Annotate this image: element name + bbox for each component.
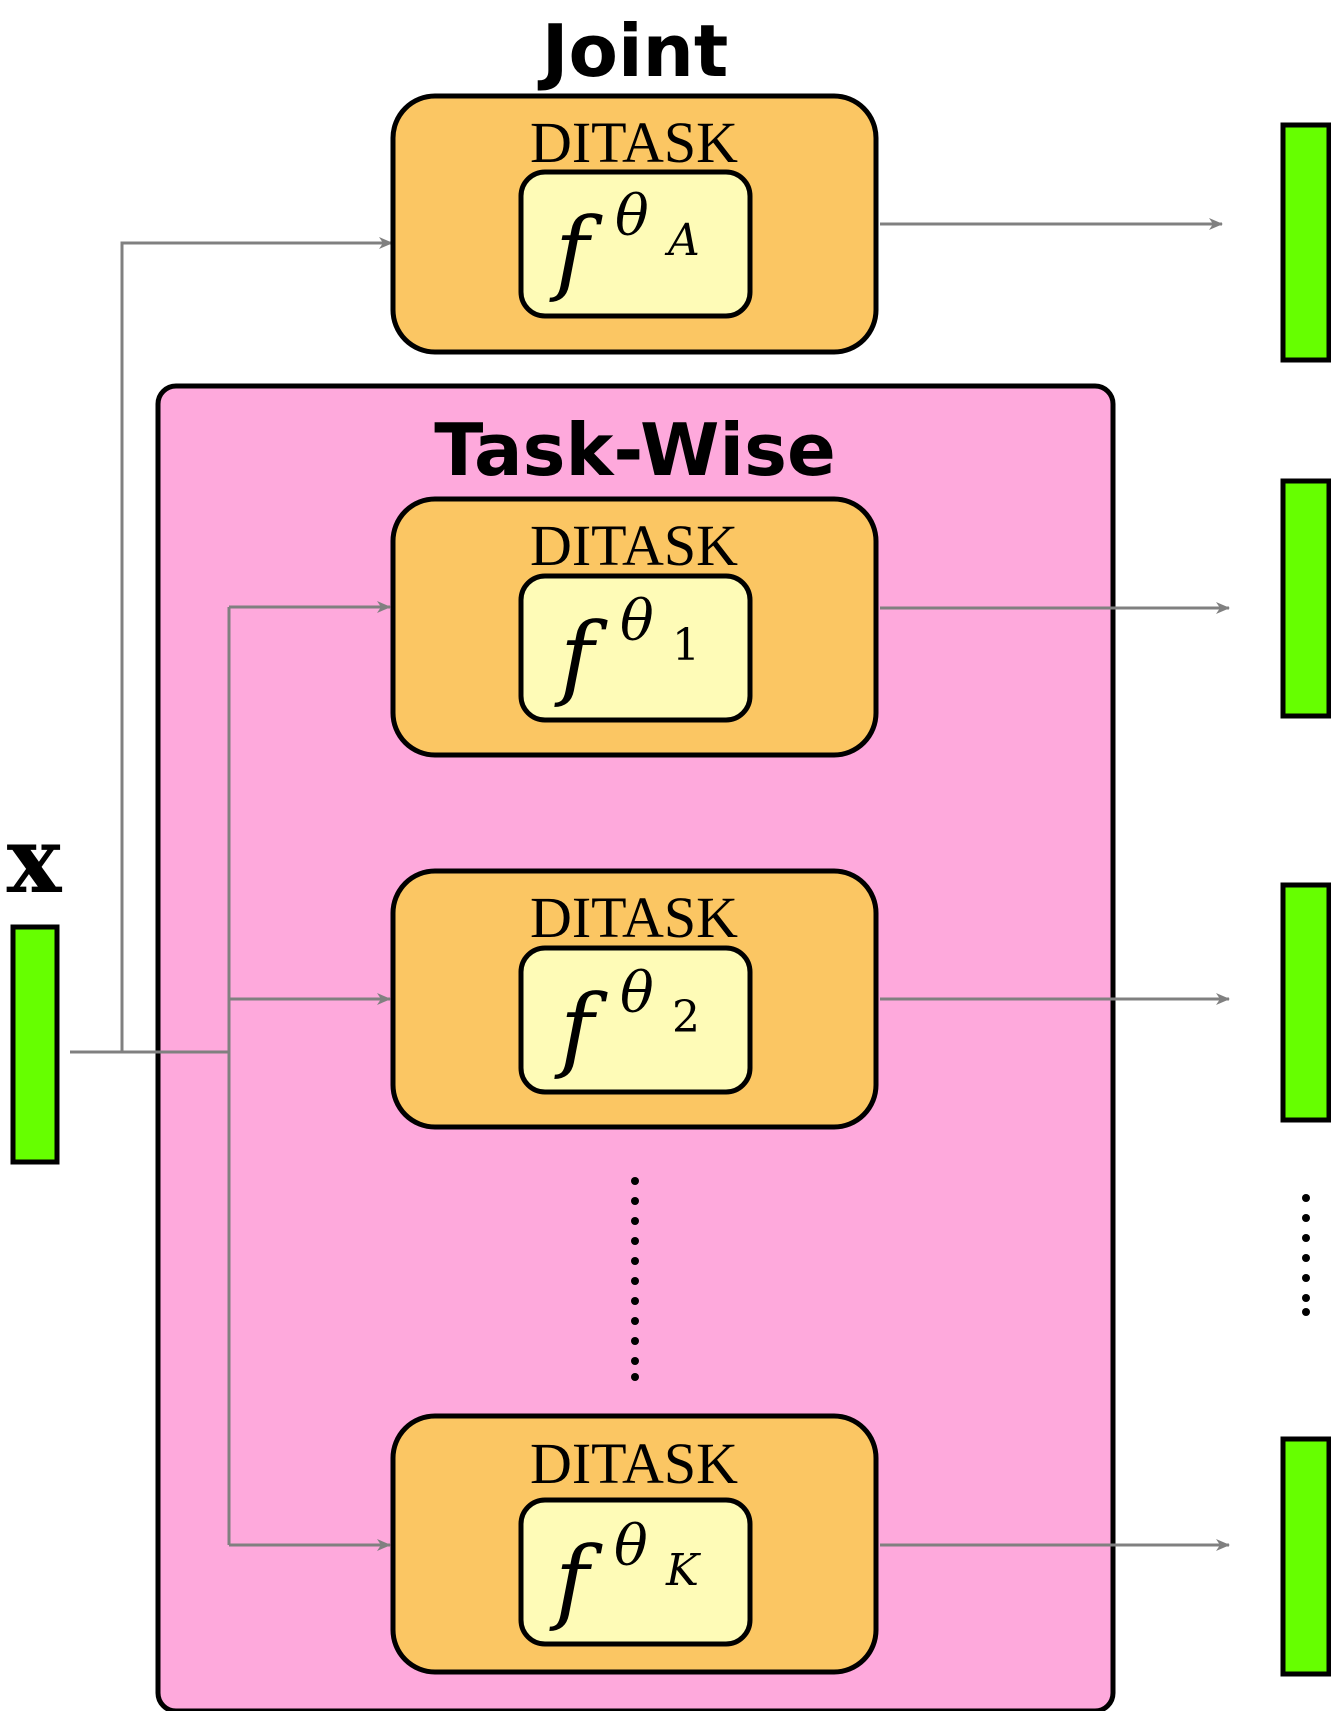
task2-param-theta: θ <box>620 961 654 1026</box>
taskwise-title: Task-Wise <box>434 408 836 492</box>
joint-module-inner <box>518 169 753 319</box>
task2-ditask-label: DITASK <box>530 885 738 950</box>
task1-module: DITASK f θ 1 <box>390 496 879 758</box>
branch-joint <box>120 237 393 1052</box>
taskK-ditask-label: DITASK <box>530 1431 738 1496</box>
connector-lines <box>70 218 1230 1551</box>
taskK-module-inner <box>518 1497 753 1647</box>
task1-param-theta: θ <box>620 589 654 654</box>
joint-module: DITASK f θ A <box>390 93 879 355</box>
output-vector-task2 <box>1280 882 1331 1123</box>
task1-param-sub: 1 <box>672 620 700 671</box>
ellipsis-modules <box>631 1177 639 1381</box>
taskK-param-theta: θ <box>614 1514 648 1579</box>
task1-ditask-label: DITASK <box>530 513 738 578</box>
joint-param-sub: A <box>664 215 700 266</box>
taskK-module: DITASK f θ K <box>390 1413 879 1675</box>
task1-module-inner <box>518 573 753 723</box>
task2-module: DITASK f θ 2 <box>390 868 879 1130</box>
joint-ditask-label: DITASK <box>530 110 738 175</box>
task2-module-inner <box>518 945 753 1095</box>
input-feature-vector <box>10 924 60 1165</box>
joint-title: Joint <box>537 9 729 93</box>
input-label: x <box>7 806 63 914</box>
task2-param-sub: 2 <box>672 992 700 1043</box>
output-vector-task1 <box>1280 478 1331 719</box>
ellipsis-outputs <box>1302 1194 1310 1316</box>
taskK-param-sub: K <box>665 1545 701 1596</box>
output-vector-joint <box>1280 122 1331 363</box>
output-vector-taskK <box>1280 1436 1331 1677</box>
joint-param-theta: θ <box>615 184 649 249</box>
